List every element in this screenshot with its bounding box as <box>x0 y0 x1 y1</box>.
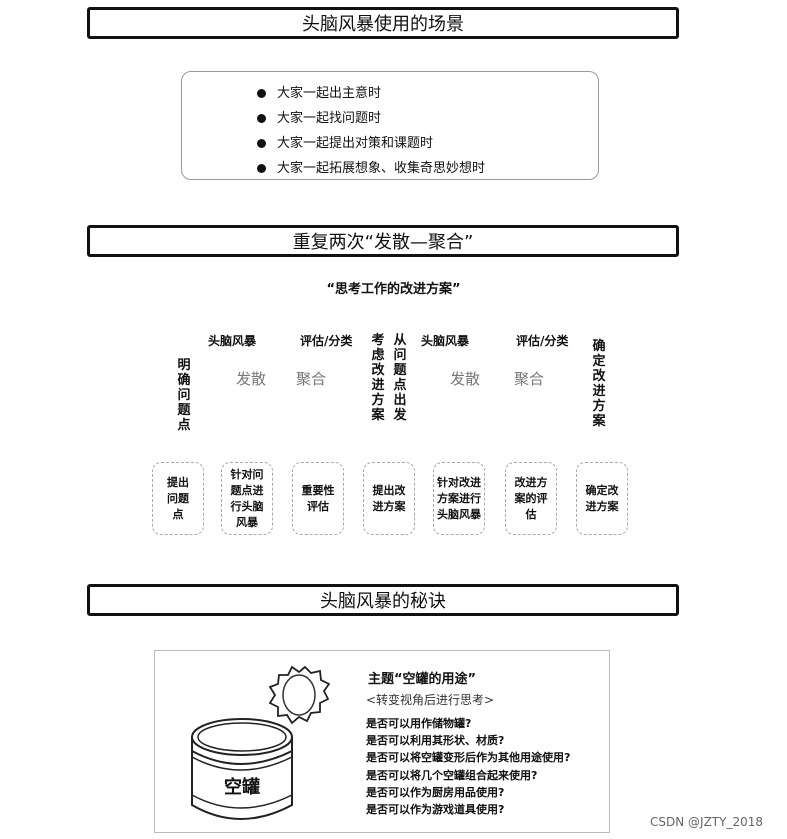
stage-label-clarify: 明确问题点 <box>176 358 192 433</box>
bullet-icon <box>257 114 266 123</box>
section-header-scenes: 头脑风暴使用的场景 <box>87 7 679 39</box>
step-box: 针对问题点进行头脑风暴 <box>221 462 273 535</box>
list-item: 大家一起拓展想象、收集奇思妙想时 <box>257 156 598 181</box>
bullet-icon <box>257 139 266 148</box>
empty-can-icon: 空罐 <box>180 655 330 830</box>
scenes-box: 大家一起出主意时 大家一起找问题时 大家一起提出对策和课题时 大家一起拓展想象、… <box>181 71 599 180</box>
section-title: 重复两次“发散—聚合” <box>293 228 474 254</box>
list-item: 是否可以作为厨房用品使用? <box>366 784 570 801</box>
step-box: 提出改进方案 <box>363 462 415 535</box>
bullet-icon <box>257 164 266 173</box>
stage-label-evaluate-2: 评估/分类 <box>516 332 568 349</box>
watermark: CSDN @JZTY_2018 <box>650 815 763 829</box>
step-box: 重要性评估 <box>292 462 344 535</box>
list-item: 是否可以作为游戏道具使用? <box>366 801 570 818</box>
list-item: 大家一起出主意时 <box>257 81 598 106</box>
example-subtitle: <转变视角后进行思考> <box>366 691 494 708</box>
list-item: 大家一起提出对策和课题时 <box>257 131 598 156</box>
process-title: “思考工作的改进方案” <box>0 278 787 297</box>
stage-label-brainstorm-1: 头脑风暴 <box>208 332 256 349</box>
list-item: 大家一起找问题时 <box>257 106 598 131</box>
stage-label-evaluate-1: 评估/分类 <box>300 332 352 349</box>
section-title: 头脑风暴使用的场景 <box>302 10 464 36</box>
example-questions: 是否可以用作储物罐? 是否可以利用其形状、材质? 是否可以将空罐变形后作为其他用… <box>366 715 570 818</box>
step-box: 改进方案的评估 <box>505 462 557 535</box>
list-item: 是否可以将几个空罐组合起来使用? <box>366 767 570 784</box>
can-label: 空罐 <box>224 776 260 798</box>
converge-label-2: 聚合 <box>514 368 544 389</box>
example-title: 主题“空罐的用途” <box>368 668 476 687</box>
list-item: 是否可以将空罐变形后作为其他用途使用? <box>366 749 570 766</box>
scenes-list: 大家一起出主意时 大家一起找问题时 大家一起提出对策和课题时 大家一起拓展想象、… <box>182 72 598 181</box>
bullet-icon <box>257 89 266 98</box>
step-box: 提出问题点 <box>152 462 204 535</box>
list-item: 是否可以利用其形状、材质? <box>366 732 570 749</box>
section-title: 头脑风暴的秘诀 <box>320 587 446 613</box>
list-item: 是否可以用作储物罐? <box>366 715 570 732</box>
section-header-secrets: 头脑风暴的秘诀 <box>87 584 679 616</box>
stage-label-consider: 考虑改进方案 <box>370 333 386 423</box>
step-box: 针对改进方案进行头脑风暴 <box>433 462 485 535</box>
section-header-repeat: 重复两次“发散—聚合” <box>87 225 679 257</box>
stage-label-confirm: 确定改进方案 <box>591 339 607 429</box>
diverge-label-2: 发散 <box>450 368 480 389</box>
stage-label-from-problem: 从问题点出发 <box>392 333 408 423</box>
converge-label-1: 聚合 <box>296 368 326 389</box>
jagged-lid-icon <box>270 667 329 723</box>
stage-label-brainstorm-2: 头脑风暴 <box>421 332 469 349</box>
diverge-label-1: 发散 <box>236 368 266 389</box>
step-box: 确定改进方案 <box>576 462 628 535</box>
